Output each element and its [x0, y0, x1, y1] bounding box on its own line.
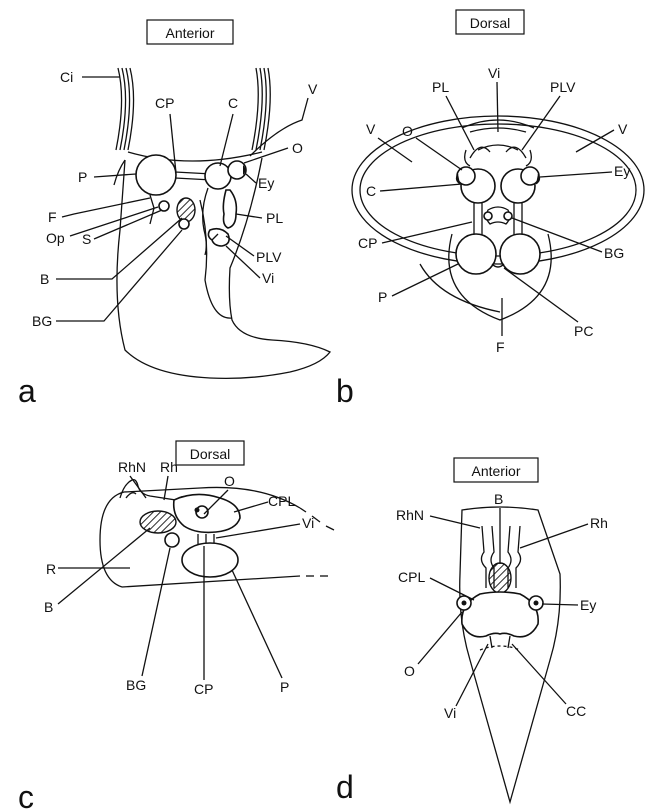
panel-a-label-P: P	[78, 169, 87, 185]
panel-b-velum-inner	[360, 124, 636, 256]
panel-c-label-P: P	[280, 679, 289, 695]
panel-a-letter: a	[18, 373, 36, 409]
panel-d-label-Vi: Vi	[444, 705, 456, 721]
panel-c-label-CP: CP	[194, 681, 213, 697]
panel-b-statocyst-right	[521, 167, 539, 185]
panel-b-label-PL: PL	[432, 79, 449, 95]
panel-b-label-V-left: V	[366, 121, 376, 137]
panel-a-pleural-ganglion	[223, 190, 236, 228]
panel-d-label-RhN: RhN	[396, 507, 424, 523]
panel-c-label-BG: BG	[126, 677, 146, 693]
panel-b-label-F: F	[496, 339, 505, 355]
panel-b-pedal-ganglion-left	[456, 234, 496, 274]
panel-a-cerebral-ganglion	[205, 163, 231, 189]
panel-d-letter: d	[336, 769, 354, 805]
panel-d-body-outline	[460, 507, 561, 802]
panel-a-label-BG: BG	[32, 313, 52, 329]
panel-a-label-PL: PL	[266, 210, 283, 226]
panel-c: Dorsal RhN Rh O CPL Vi R B BG	[18, 441, 334, 810]
panel-a-visceral-ganglion	[208, 229, 229, 246]
panel-b-letter: b	[336, 373, 354, 409]
panel-d: Anterior B RhN Rh CPL Ey O Vi CC d	[336, 458, 608, 805]
panel-c-label-B: B	[44, 599, 53, 615]
panel-d-buccal-mass	[489, 563, 511, 593]
panel-a-label-F: F	[48, 209, 57, 225]
panel-d-eye-left	[462, 601, 467, 606]
panel-a-small-node	[159, 201, 169, 211]
panel-a-label-C: C	[228, 95, 238, 111]
panel-d-label-Ey: Ey	[580, 597, 596, 613]
panel-b-buccal-ganglion-right	[504, 212, 512, 220]
panel-c-letter: c	[18, 779, 34, 810]
panel-b: Dorsal PL Vi PLV V	[336, 10, 644, 409]
panel-b-label-PLV: PLV	[550, 79, 576, 95]
panel-a-label-CP: CP	[155, 95, 174, 111]
panel-c-pedal-ganglion	[182, 543, 238, 577]
panel-a-pedal-ganglion	[136, 155, 176, 195]
panel-c-label-RhN: RhN	[118, 459, 146, 475]
panel-a-label-Ci: Ci	[60, 69, 73, 85]
panel-b-label-CP: CP	[358, 235, 377, 251]
panel-c-buccal-mass	[140, 511, 176, 533]
panel-b-label-P: P	[378, 289, 387, 305]
panel-b-label-PC: PC	[574, 323, 593, 339]
panel-b-label-V-right: V	[618, 121, 628, 137]
panel-d-label-Rh: Rh	[590, 515, 608, 531]
panel-b-label-O: O	[402, 123, 413, 139]
panel-b-label-Ey: Ey	[614, 163, 630, 179]
panel-a-buccal-mass	[177, 198, 195, 222]
panel-a-label-Op: Op	[46, 230, 65, 246]
panel-a-label-B: B	[40, 271, 49, 287]
panel-d-orientation-label: Anterior	[471, 463, 520, 479]
panel-c-label-Vi: Vi	[302, 515, 314, 531]
panel-a-label-V: V	[308, 81, 318, 97]
panel-d-label-CC: CC	[566, 703, 586, 719]
panel-c-label-Rh: Rh	[160, 459, 178, 475]
panel-c-label-CPL: CPL	[268, 493, 295, 509]
panel-c-orientation-label: Dorsal	[190, 446, 230, 462]
panel-d-label-CPL: CPL	[398, 569, 425, 585]
panel-a-cilia	[116, 68, 270, 150]
panel-b-buccal-ganglion-left	[484, 212, 492, 220]
panel-a: Anterior Ci C	[18, 20, 330, 409]
panel-c-eye	[195, 508, 200, 513]
panel-c-label-R: R	[46, 561, 56, 577]
panel-d-label-O: O	[404, 663, 415, 679]
panel-a-label-Vi: Vi	[262, 270, 274, 286]
panel-a-label-S: S	[82, 231, 91, 247]
panel-d-eye-right	[534, 601, 539, 606]
panel-b-label-BG: BG	[604, 245, 624, 261]
panel-b-orientation-label: Dorsal	[470, 15, 510, 31]
panel-b-label-C: C	[366, 183, 376, 199]
panel-a-label-Ey: Ey	[258, 175, 274, 191]
panel-a-orientation-label: Anterior	[165, 25, 214, 41]
panel-c-label-O: O	[224, 473, 235, 489]
panel-a-buccal-ganglion	[179, 219, 189, 229]
panel-a-label-PLV: PLV	[256, 249, 282, 265]
panel-b-label-Vi: Vi	[488, 65, 500, 81]
panel-c-buccal-ganglion	[165, 533, 179, 547]
panel-d-label-B: B	[494, 491, 503, 507]
panel-a-label-O: O	[292, 140, 303, 156]
panel-b-statocyst-left	[457, 167, 475, 185]
panel-b-pedal-ganglion-right	[500, 234, 540, 274]
panel-d-cerebropleural-ganglion	[462, 592, 538, 637]
